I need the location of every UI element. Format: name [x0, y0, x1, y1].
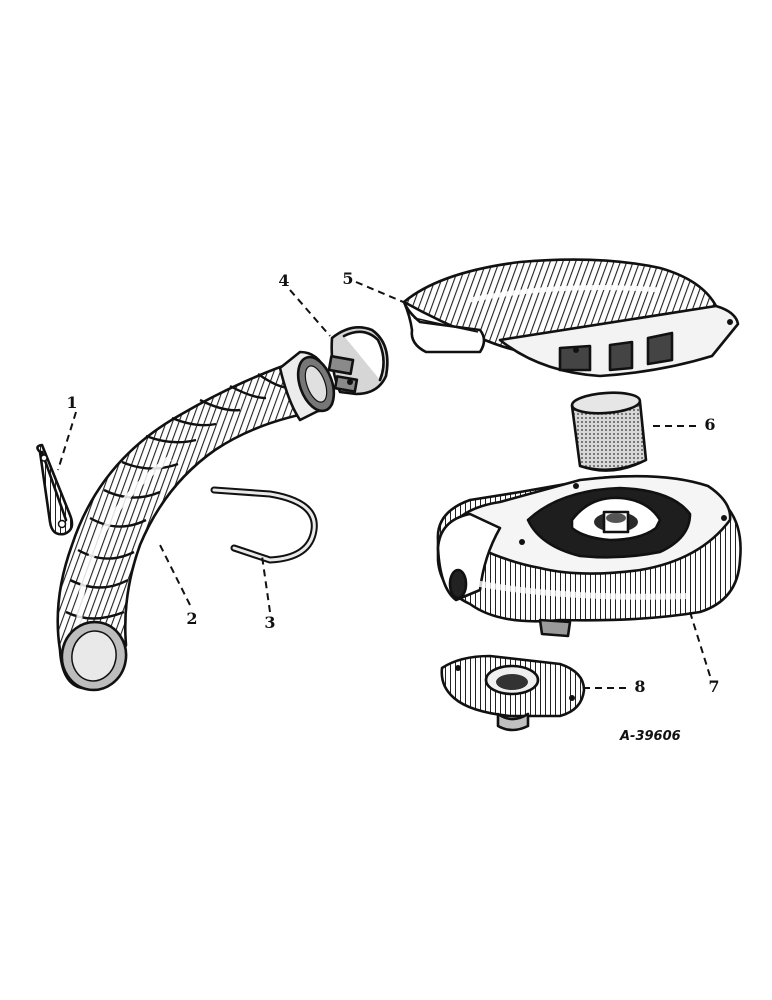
hose-clamp-icon	[327, 326, 389, 396]
callout-4: 4	[278, 271, 289, 290]
callout-7: 7	[708, 677, 719, 696]
callout-1: 1	[66, 393, 77, 412]
air-cleaner-body-icon	[436, 474, 742, 638]
figure-reference: A-39606	[619, 729, 681, 744]
callout-labels: 1 2 3 4 5 6 7 8	[66, 269, 719, 696]
callout-2: 2	[186, 609, 197, 628]
u-bolt-icon	[210, 486, 318, 564]
callout-5: 5	[342, 269, 353, 288]
flexible-hose-icon	[56, 350, 336, 692]
callout-8: 8	[634, 677, 645, 696]
leader-3	[261, 555, 271, 613]
callout-6: 6	[704, 415, 715, 434]
air-cleaner-cover-icon	[402, 258, 740, 378]
leader-1	[57, 411, 77, 471]
flange-gasket-icon	[440, 654, 586, 732]
leader-2	[159, 544, 191, 606]
leader-7	[689, 611, 711, 677]
leader-lines	[57, 281, 711, 689]
screen-cylinder-icon	[570, 391, 648, 472]
callout-3: 3	[264, 613, 275, 632]
strap-clip-icon	[36, 443, 74, 536]
leader-4	[289, 289, 331, 337]
leader-5	[355, 281, 409, 305]
